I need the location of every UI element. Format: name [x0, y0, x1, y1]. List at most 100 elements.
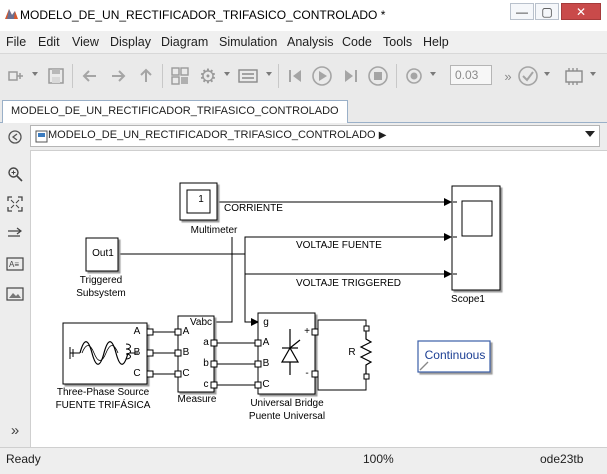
route-lines-button[interactable]	[5, 224, 25, 244]
scope-block[interactable]	[451, 185, 501, 291]
breadcrumb-arrow-icon: ▶	[378, 130, 387, 141]
svg-text:A≡: A≡	[9, 260, 19, 269]
back-button[interactable]	[78, 64, 102, 88]
address-dropdown-icon[interactable]	[585, 131, 595, 137]
more-options-button[interactable]: »	[496, 64, 520, 88]
model-canvas[interactable]: 1 Multimeter CORRIENTE VOLTAJE FUENTE VO…	[31, 151, 607, 447]
menu-bar: File Edit View Display Diagram Simulatio…	[0, 31, 607, 54]
bridge-label-line2: Puente Universal	[248, 411, 326, 422]
maximize-icon: ▢	[541, 4, 553, 19]
toolbar: ⚙ 0.03 »	[0, 54, 607, 98]
annotation-button[interactable]: A≡	[5, 254, 25, 274]
triggered-subsystem-block[interactable]	[85, 237, 119, 272]
scope-label: Scope1	[451, 294, 485, 305]
checkmark-icon	[518, 66, 538, 86]
build-icon	[565, 68, 583, 85]
up-arrow-icon	[140, 68, 152, 82]
signal-voltaje-fuente[interactable]	[118, 233, 452, 255]
menu-analysis[interactable]: Analysis	[287, 35, 334, 49]
power-line-positive[interactable]	[317, 319, 367, 332]
double-chevron-icon: »	[10, 421, 20, 439]
multimeter-block[interactable]	[179, 182, 218, 221]
source-label-line2: FUENTE TRIFÁSICA	[55, 400, 151, 411]
menu-diagram[interactable]: Diagram	[161, 35, 209, 49]
powergui-block[interactable]	[417, 340, 491, 373]
bridge-port-a: A	[262, 337, 270, 348]
menu-code[interactable]: Code	[342, 35, 372, 49]
bridge-port-minus: -	[305, 368, 309, 379]
up-button[interactable]	[134, 64, 158, 88]
image-icon	[6, 287, 24, 301]
maximize-button[interactable]: ▢	[535, 3, 559, 20]
new-model-button[interactable]	[4, 64, 28, 88]
build-button[interactable]	[562, 64, 586, 88]
menu-view[interactable]: View	[72, 35, 99, 49]
subsystem-port-label: Out1	[92, 248, 114, 259]
power-lines-measure-bridge[interactable]	[214, 342, 256, 386]
title-bar: MODELO_DE_UN_RECTIFICADOR_TRIFASICO_CONT…	[0, 0, 607, 31]
zoom-button[interactable]	[5, 164, 25, 184]
bridge-label-line1: Universal Bridge	[250, 398, 324, 409]
build-caret-icon[interactable]	[590, 72, 596, 76]
model-explorer-caret-icon[interactable]	[266, 72, 272, 76]
breadcrumb[interactable]	[30, 125, 600, 147]
close-button[interactable]: ✕	[561, 3, 601, 20]
bridge-port-plus: +	[304, 326, 310, 337]
signal-label-voltaje-fuente: VOLTAJE FUENTE	[296, 240, 382, 251]
measure-port-b-out: b	[203, 358, 209, 369]
library-browser-button[interactable]	[168, 64, 192, 88]
record-caret-icon[interactable]	[430, 72, 436, 76]
minimize-button[interactable]: —	[510, 3, 534, 20]
resistor-block[interactable]	[359, 325, 373, 380]
menu-simulation[interactable]: Simulation	[219, 35, 278, 49]
signal-gate[interactable]	[244, 274, 259, 326]
model-settings-caret-icon[interactable]	[224, 72, 230, 76]
hide-model-browser-button[interactable]	[7, 129, 23, 145]
model-advisor-caret-icon[interactable]	[544, 72, 550, 76]
forward-button[interactable]	[106, 64, 130, 88]
stop-time-input[interactable]: 0.03	[450, 65, 492, 85]
menu-help[interactable]: Help	[423, 35, 449, 49]
solver-name[interactable]: ode23tb	[540, 452, 584, 466]
signal-voltaje-triggered[interactable]	[244, 254, 452, 278]
measure-label: Measure	[177, 394, 217, 405]
new-model-caret-icon[interactable]	[32, 72, 38, 76]
model-explorer-button[interactable]	[236, 64, 260, 88]
library-browser-icon	[171, 67, 189, 85]
menu-display[interactable]: Display	[110, 35, 151, 49]
signal-vabc[interactable]	[214, 237, 233, 323]
save-button[interactable]	[44, 64, 68, 88]
step-back-icon	[289, 70, 301, 82]
menu-file[interactable]: File	[6, 35, 27, 49]
universal-bridge-block[interactable]	[254, 312, 319, 395]
back-arrow-icon	[82, 70, 96, 82]
breadcrumb-item-model[interactable]: MODELO_DE_UN_RECTIFICADOR_TRIFASICO_CONT…	[48, 129, 387, 141]
three-phase-source-block[interactable]	[62, 322, 154, 385]
stop-button[interactable]	[366, 64, 390, 88]
save-icon	[48, 68, 64, 84]
tab-model[interactable]: MODELO_DE_UN_RECTIFICADOR_TRIFASICO_CONT…	[2, 100, 348, 123]
resistor-label: R	[348, 347, 356, 358]
fit-to-view-button[interactable]	[5, 194, 25, 214]
record-icon	[406, 68, 422, 84]
power-line-negative[interactable]	[317, 374, 367, 391]
run-button[interactable]	[310, 64, 334, 88]
menu-tools[interactable]: Tools	[383, 35, 413, 49]
image-button[interactable]	[5, 284, 25, 304]
new-model-icon	[8, 71, 23, 81]
step-forward-button[interactable]	[338, 64, 362, 88]
menu-edit[interactable]: Edit	[38, 35, 60, 49]
source-label-line1: Three-Phase Source	[56, 387, 150, 398]
expand-palette-button[interactable]: »	[5, 420, 25, 440]
source-port-a: A	[133, 326, 141, 337]
minimize-icon: —	[516, 4, 528, 19]
measure-port-vabc: Vabc	[189, 317, 213, 328]
signal-label-corriente: CORRIENTE	[224, 203, 283, 214]
close-icon: ✕	[575, 4, 587, 19]
step-back-button[interactable]	[284, 64, 308, 88]
model-advisor-button[interactable]	[516, 64, 540, 88]
model-settings-button[interactable]: ⚙	[196, 64, 220, 88]
measure-block[interactable]	[174, 315, 218, 393]
record-button[interactable]	[402, 64, 426, 88]
bridge-port-g: g	[263, 317, 269, 328]
